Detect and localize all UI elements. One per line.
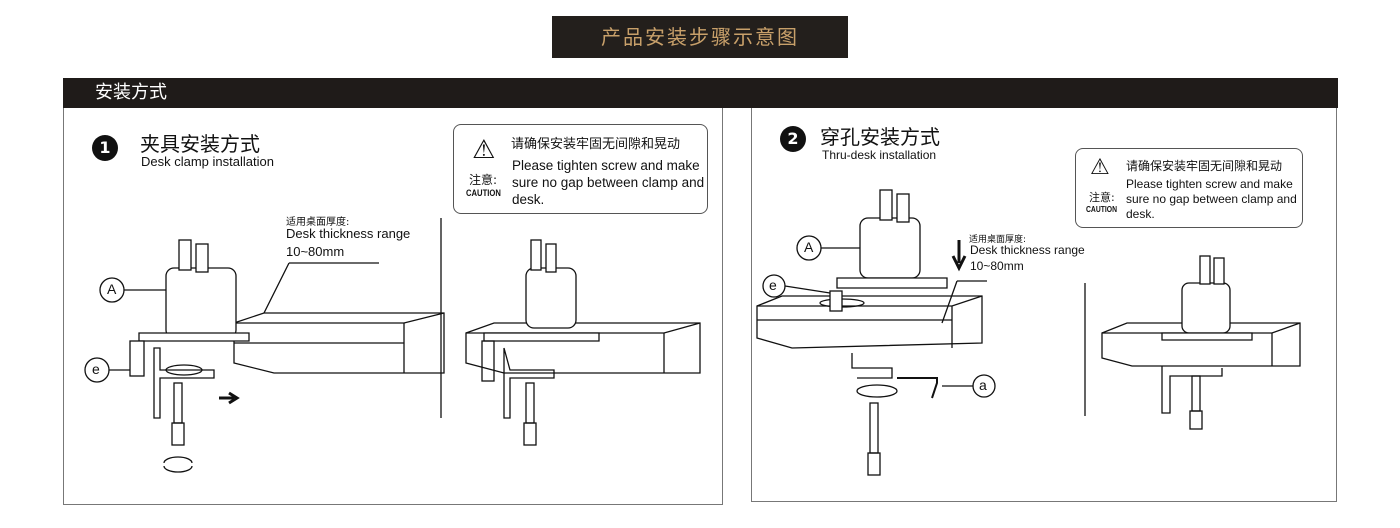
thru-desk-panel: 2 穿孔安装方式 Thru-desk installation ⚠ 请确保安装牢… — [751, 108, 1337, 502]
warning-icon: ⚠ — [472, 135, 496, 165]
thickness-label-en: Desk thickness range — [970, 243, 1085, 257]
part-label-allen-key: a — [979, 377, 987, 393]
step-number-badge: 1 — [92, 135, 118, 161]
caution-text-en: Please tighten screw and make sure no ga… — [1126, 177, 1297, 221]
method-title-cn: 穿孔安装方式 — [820, 125, 940, 149]
method-title-en: Thru-desk installation — [822, 148, 937, 162]
caution-label-cn: 注意: — [469, 173, 498, 187]
caution-label-cn: 注意: — [1089, 191, 1115, 204]
thickness-label-en: Desk thickness range — [286, 226, 411, 241]
caution-box: ⚠ 请确保安装牢固无间隙和晃动 Please tighten screw and… — [453, 124, 708, 214]
thickness-value: 10~80mm — [970, 259, 1024, 273]
caution-text-en: Please tighten screw and make sure no ga… — [512, 158, 705, 207]
part-label-e: e — [769, 277, 777, 293]
thru-desk-diagram — [756, 189, 1301, 476]
part-label-a: A — [107, 281, 117, 297]
step-number-badge: 2 — [780, 126, 806, 152]
caution-label-en: CAUTION — [466, 188, 501, 198]
method-title-cn: 夹具安装方式 — [140, 132, 260, 156]
method-title-en: Desk clamp installation — [141, 154, 274, 169]
desk-clamp-diagram — [84, 218, 701, 473]
page-title: 产品安装步骤示意图 — [552, 16, 848, 58]
thickness-value: 10~80mm — [286, 244, 345, 259]
thickness-label-cn: 适用桌面厚度: — [969, 235, 1027, 245]
caution-label-en: CAUTION — [1086, 205, 1117, 214]
thickness-label-cn: 适用桌面厚度: — [286, 217, 350, 228]
caution-text-cn: 请确保安装牢固无间隙和晃动 — [511, 137, 681, 152]
caution-box: ⚠ 请确保安装牢固无间隙和晃动 Please tighten screw and… — [1075, 148, 1303, 228]
desk-clamp-panel: 1 夹具安装方式 Desk clamp installation ⚠ 请确保安装… — [63, 108, 723, 505]
warning-icon: ⚠ — [1090, 155, 1110, 180]
part-label-a: A — [804, 239, 814, 255]
section-header: 安装方式 — [63, 78, 1338, 108]
caution-text-cn: 请确保安装牢固无间隙和晃动 — [1126, 159, 1283, 173]
part-label-e: e — [92, 361, 100, 377]
